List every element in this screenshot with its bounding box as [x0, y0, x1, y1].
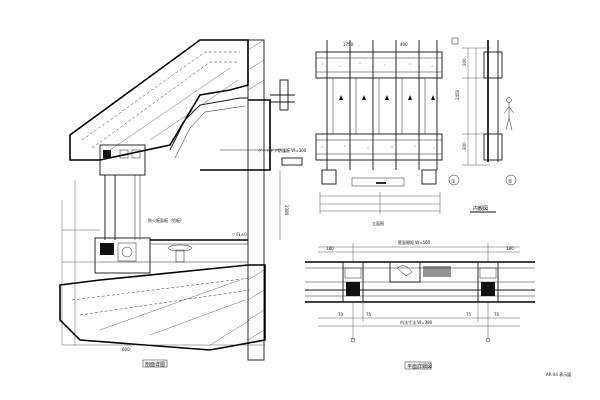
plan-small-dim-4: 70 [494, 312, 500, 317]
plan-right-dim: 180 [506, 246, 514, 251]
side-dim-1: 2450 [455, 89, 460, 100]
side-dim-2: 200 [462, 58, 467, 66]
left-section-detail [59, 39, 303, 361]
side-dim-3: 300 [462, 142, 467, 150]
plan-small-dim-1: 70 [338, 312, 344, 317]
label-panel: 防火板面板（铝板） [148, 217, 184, 223]
sheet-code: AR-04 表示図 [546, 371, 571, 377]
plan-detail [305, 243, 535, 343]
plan-small-dim-3: 75 [466, 312, 472, 317]
label-level: ▽ FL±0 [232, 232, 247, 237]
elevation-title: 内観図 [473, 205, 488, 212]
side-elevation [451, 37, 515, 166]
dim-side: 2380 [284, 205, 289, 216]
plan-bottom-dim: 内法寸法 W=380 [400, 319, 433, 325]
dim-tag-2: 400 [400, 42, 408, 47]
louver-elevation [315, 40, 517, 214]
plan-left-dim: 180 [326, 246, 334, 251]
plan-small-dim-2: 75 [366, 312, 372, 317]
grid-bubble-a: ① [451, 179, 456, 185]
elevation-subtitle: 立面图 [372, 220, 384, 226]
label-rail: ゲートドア防護板 W=300 [258, 147, 307, 153]
plan-top-dim: 壁面間距 W=560 [398, 239, 431, 245]
dim-tag-1: 1750 [343, 42, 354, 47]
dim-bottom: 600 [122, 347, 130, 352]
grid-bubble-b: ② [508, 179, 513, 185]
plan-title: 平面詳細図 [407, 363, 432, 370]
left-section-title: 剖面详图 [145, 361, 165, 368]
